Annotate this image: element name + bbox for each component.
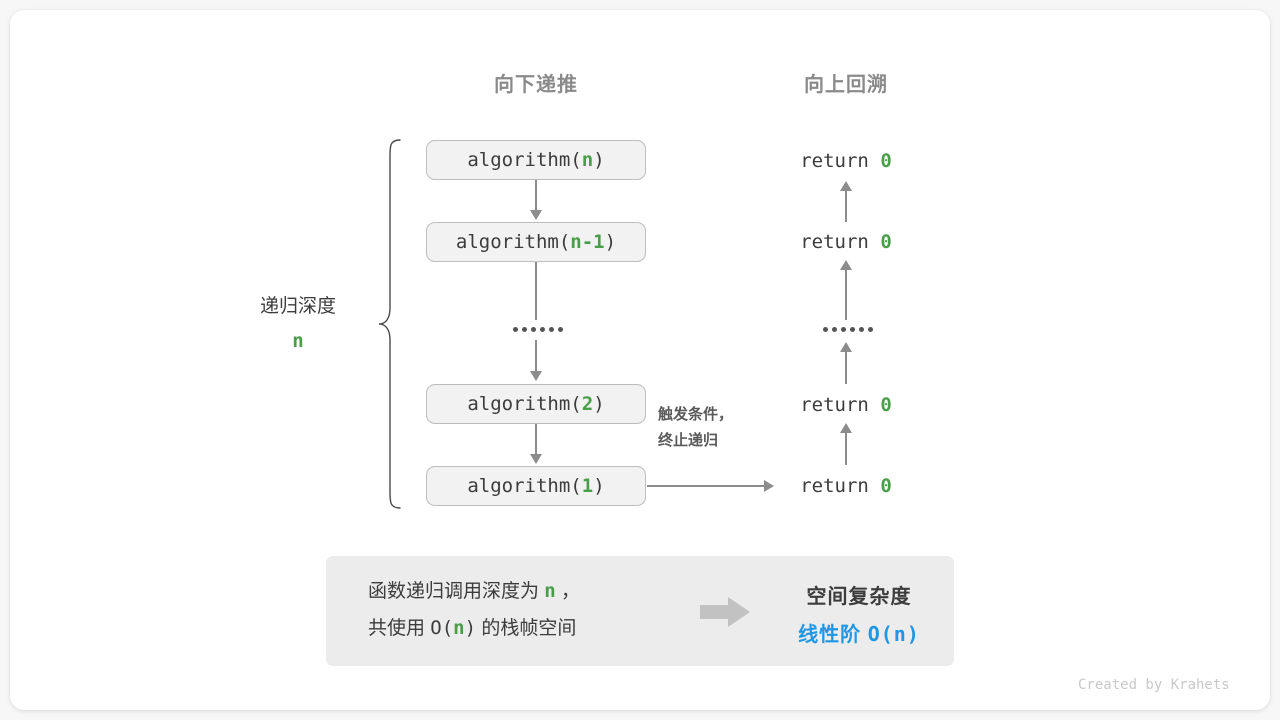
call-box-3[interactable]: algorithm(1) xyxy=(426,466,646,506)
summary-left-text: 函数递归调用深度为 n ， 共使用 O(n) 的栈帧空间 xyxy=(368,573,580,647)
return-value-0: 0 xyxy=(880,150,892,172)
call-box-2-arg: 2 xyxy=(581,393,594,415)
call-box-2-fn: algorithm( xyxy=(467,393,582,415)
call-box-1[interactable]: algorithm(n-1) xyxy=(426,222,646,262)
return-label-2: return 0 xyxy=(736,394,956,416)
summary-panel: 函数递归调用深度为 n ， 共使用 O(n) 的栈帧空间 空间复杂度 线性阶 O… xyxy=(326,556,954,666)
summary-right-title: 空间复杂度 xyxy=(806,586,912,608)
return-label-0: return 0 xyxy=(736,150,956,172)
ellipsis-left xyxy=(513,327,563,332)
summary-line2-fn: O( xyxy=(430,617,454,639)
summary-line1-post: ， xyxy=(555,581,581,602)
credit-text: Created by Krahets xyxy=(1078,677,1230,693)
return-value-3: 0 xyxy=(880,475,892,497)
call-box-0[interactable]: algorithm(n) xyxy=(426,140,646,180)
heading-downward-recursion: 向下递推 xyxy=(494,74,578,96)
call-box-1-close: ) xyxy=(604,231,617,253)
return-value-1: 0 xyxy=(880,231,892,253)
return-keyword-2: return xyxy=(800,394,869,416)
heading-upward-backtrack: 向上回溯 xyxy=(804,74,888,96)
call-box-0-fn: algorithm( xyxy=(467,149,582,171)
return-keyword-3: return xyxy=(800,475,869,497)
return-keyword-1: return xyxy=(800,231,869,253)
call-box-0-arg: n xyxy=(581,149,594,171)
recursion-depth-label: 递归深度 xyxy=(259,296,336,317)
diagram-canvas: 向下递推 向上回溯 递归深度 n algorithm(n) algorithm(… xyxy=(10,10,1270,710)
trigger-note: 触发条件， 终止递归 xyxy=(658,402,733,454)
call-box-1-arg: n-1 xyxy=(570,231,605,253)
summary-left-line2: 共使用 O(n) 的栈帧空间 xyxy=(368,610,580,647)
summary-line1-pre: 函数递归调用深度为 xyxy=(368,581,545,602)
summary-complexity-notation: O(n) xyxy=(867,622,920,646)
summary-left-line1: 函数递归调用深度为 n ， xyxy=(368,573,580,610)
call-box-2[interactable]: algorithm(2) xyxy=(426,384,646,424)
summary-line2-post: 的栈帧空间 xyxy=(476,618,577,639)
summary-line2-pre: 共使用 xyxy=(368,618,431,639)
call-box-3-fn: algorithm( xyxy=(467,475,582,497)
summary-line2-fn-close: ) xyxy=(464,617,477,639)
return-label-1: return 0 xyxy=(736,231,956,253)
call-box-1-fn: algorithm( xyxy=(455,231,571,253)
call-box-3-close: ) xyxy=(593,475,605,497)
summary-line1-var: n xyxy=(544,580,556,602)
call-box-3-arg: 1 xyxy=(581,475,594,497)
call-box-0-close: ) xyxy=(593,149,605,171)
summary-line2-var: n xyxy=(453,617,465,639)
implies-arrow-icon xyxy=(700,596,752,633)
return-value-2: 0 xyxy=(880,394,892,416)
call-box-2-close: ) xyxy=(593,393,605,415)
depth-curly-brace xyxy=(376,138,402,510)
return-keyword-0: return xyxy=(800,150,869,172)
trigger-note-line1: 触发条件， xyxy=(658,406,734,423)
trigger-note-line2: 终止递归 xyxy=(658,432,719,449)
recursion-depth-value: n xyxy=(292,330,304,352)
ellipsis-right xyxy=(823,327,873,332)
summary-complexity-label: 线性阶 xyxy=(798,624,868,646)
return-label-3: return 0 xyxy=(736,475,956,497)
summary-right-value: 线性阶 O(n) xyxy=(766,618,952,647)
